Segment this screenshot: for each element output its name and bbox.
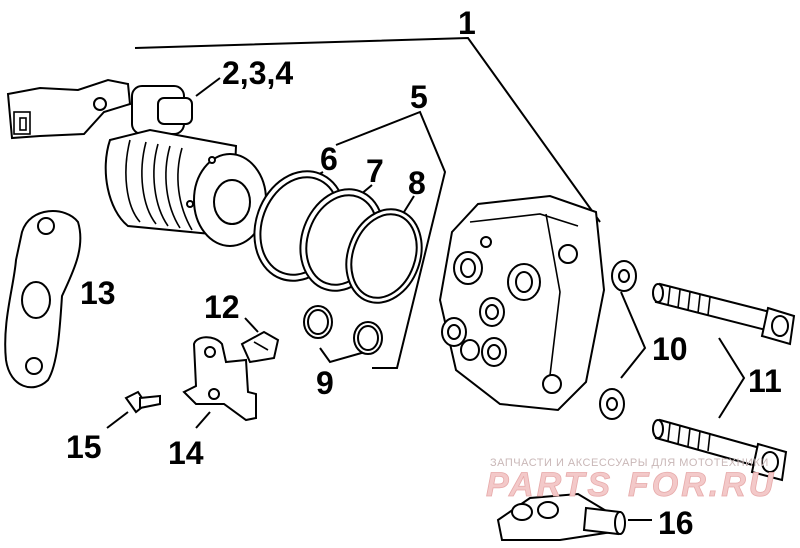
valve-housing (438, 194, 606, 412)
hose-fitting (496, 492, 626, 541)
callout-12: 12 (204, 289, 240, 325)
callout-numbers: 1 2,3,4 5 6 7 8 9 10 11 12 13 14 15 16 (66, 5, 782, 541)
callout-13: 13 (80, 275, 116, 311)
gasket (4, 210, 82, 389)
leader-lines (106, 36, 746, 521)
washers (599, 260, 637, 420)
o-rings (253, 170, 423, 355)
callout-9: 9 (316, 365, 334, 401)
clip (240, 330, 280, 364)
mounting-bracket (182, 336, 257, 422)
callout-6: 6 (320, 141, 338, 177)
watermark-brand-left: PARTS (486, 466, 613, 504)
callout-15: 15 (66, 429, 102, 465)
screw (124, 390, 161, 414)
callout-16: 16 (658, 505, 694, 541)
callout-5: 5 (410, 79, 428, 115)
callout-7: 7 (366, 153, 384, 189)
bolts (652, 282, 796, 482)
watermark: ЗАПЧАСТИ И АКСЕССУАРЫ ДЛЯ МОТОТЕХНИКИ PA… (486, 457, 776, 504)
solenoid-assembly (6, 78, 267, 247)
watermark-brand-right: FOR.RU (628, 466, 776, 504)
callout-2-3-4: 2,3,4 (222, 55, 293, 91)
watermark-caption: ЗАПЧАСТИ И АКСЕССУАРЫ ДЛЯ МОТОТЕХНИКИ (490, 457, 769, 469)
callout-11: 11 (748, 363, 782, 399)
callout-1: 1 (458, 5, 476, 41)
callout-8: 8 (408, 165, 426, 201)
callout-14: 14 (168, 435, 204, 471)
callout-10: 10 (652, 331, 688, 367)
